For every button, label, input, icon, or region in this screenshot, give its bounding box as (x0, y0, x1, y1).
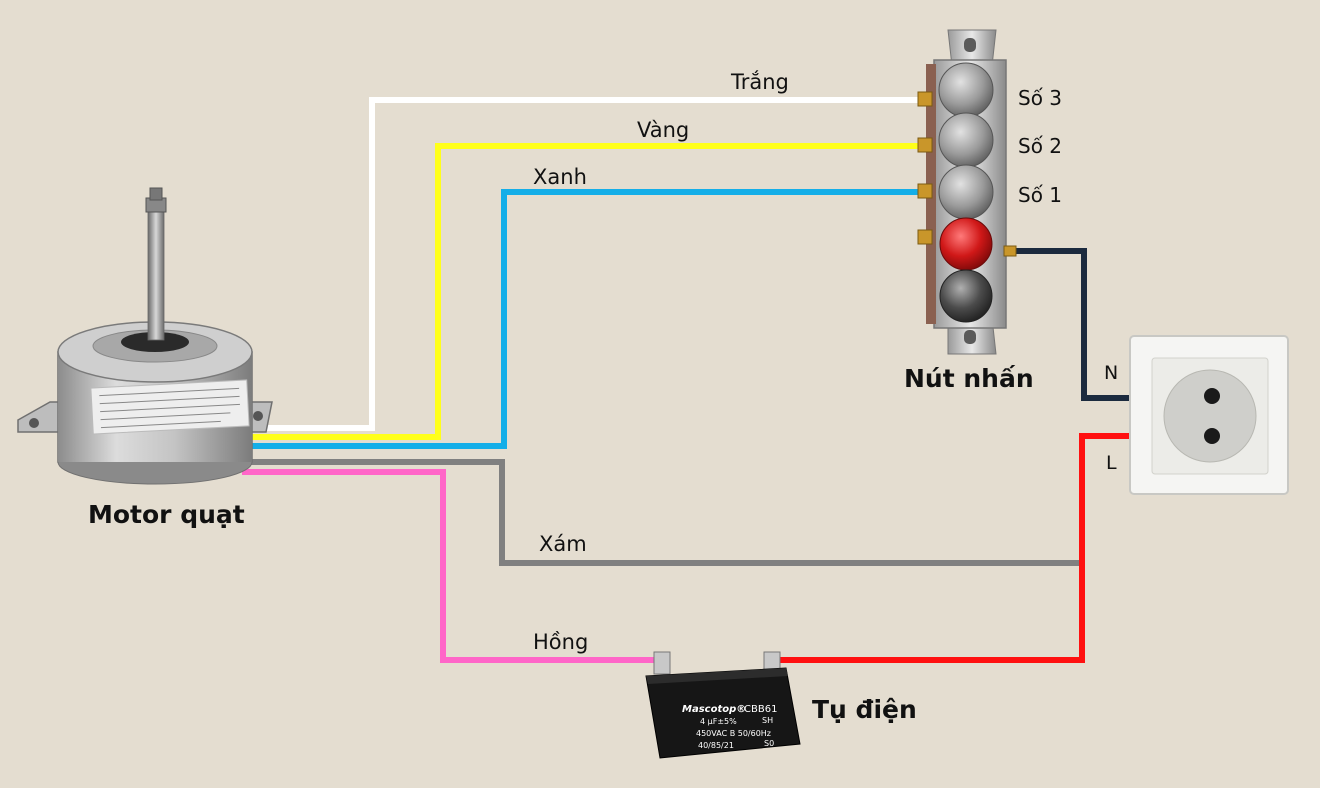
motor-label: Motor quạt (88, 500, 245, 529)
switch-label: Nút nhấn (904, 364, 1034, 393)
button-so-2 (938, 112, 994, 168)
wire-hong (242, 469, 665, 663)
wire-label-hong: Hồng (533, 630, 589, 654)
wire-label-xanh: Xanh (533, 165, 587, 189)
socket-label-live: L (1106, 452, 1117, 474)
wire-label-xam: Xám (539, 532, 587, 556)
button-off-red (939, 217, 993, 271)
button-so-3 (938, 62, 994, 118)
capacitor: Mascotop® CBB61 4 μF±5% SH 450VAC B 50/6… (645, 651, 801, 759)
wires (242, 97, 1214, 663)
socket-hole-neutral (1204, 388, 1220, 404)
capacitor-model: CBB61 (744, 704, 777, 715)
push-button-switch (917, 29, 1017, 355)
wire-trang (248, 97, 922, 431)
capacitor-spec: 40/85/21 (698, 741, 734, 750)
button-dark (939, 269, 993, 323)
wire-xanh (248, 189, 922, 449)
button-so-1 (938, 164, 994, 220)
wire-xam (248, 459, 1082, 566)
wire-vang (248, 143, 922, 440)
capacitor-code-s0: S0 (764, 739, 774, 748)
power-socket (1129, 335, 1289, 495)
socket-hole-live (1204, 428, 1220, 444)
capacitor-rating: 4 μF±5% (700, 717, 737, 726)
switch-button-label-so-3: Số 3 (1018, 86, 1063, 110)
wire-label-vang: Vàng (637, 118, 690, 142)
capacitor-brand: Mascotop® (682, 704, 746, 715)
capacitor-code-sh: SH (762, 716, 773, 725)
fan-motor (17, 187, 273, 485)
wire-label-trang: Trắng (731, 70, 789, 94)
socket-label-neutral: N (1104, 362, 1119, 384)
capacitor-label: Tụ điện (812, 695, 917, 724)
switch-button-label-so-2: Số 2 (1018, 134, 1063, 158)
capacitor-voltage: 450VAC B 50/60Hz (696, 729, 771, 738)
switch-button-label-so-1: Số 1 (1018, 183, 1063, 207)
